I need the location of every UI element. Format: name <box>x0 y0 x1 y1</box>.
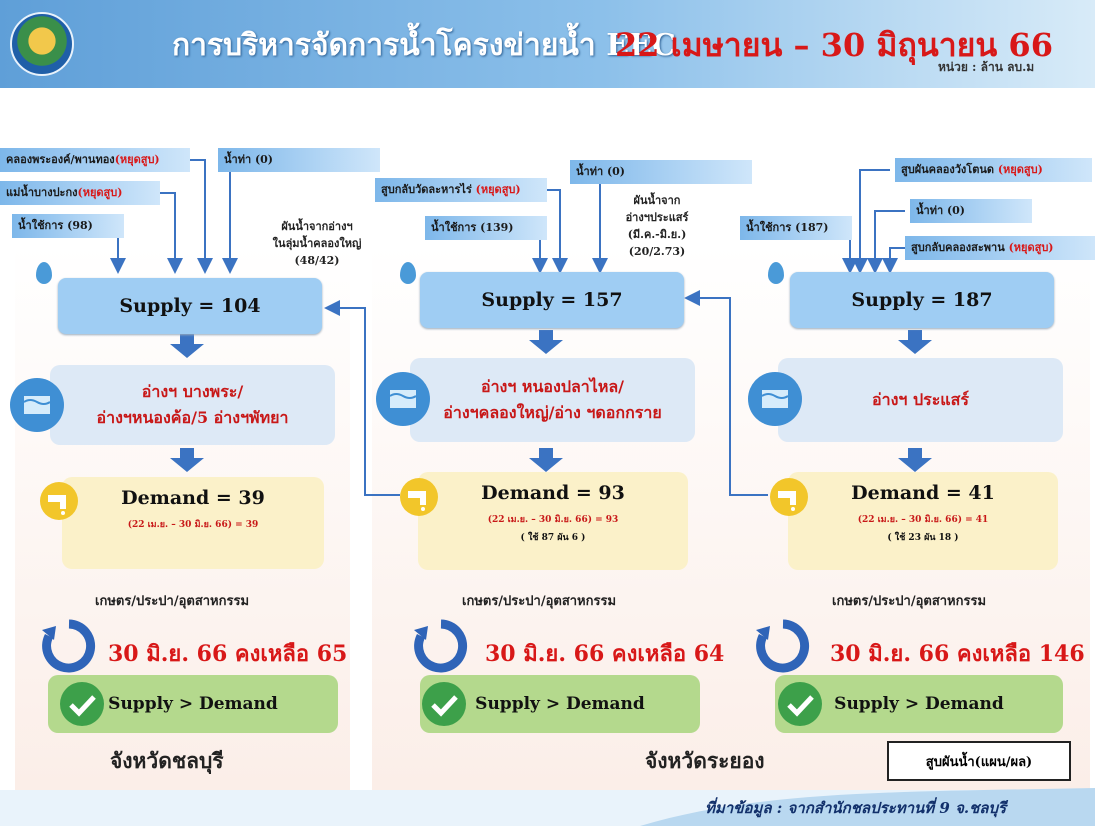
province-rayong: จังหวัดระยอง <box>645 748 765 773</box>
line-klongpraong <box>185 159 213 274</box>
line-namtha-3 <box>867 210 905 274</box>
transfer-label-klongyai: ผันน้ำจากอ่างฯ ในลุ่มน้ำคลองใหญ่ (48/42) <box>272 220 362 267</box>
status-box-rayong: Supply > Demand <box>420 675 700 733</box>
date-range: 22 เมษายน – 30 มิถุนายน 66 <box>615 26 1053 64</box>
line-transfer-rayong-chonburi <box>324 300 400 496</box>
reservoir-icon <box>748 372 802 426</box>
usage-label-prasae: เกษตร/ประปา/อุตสาหกรรม <box>832 594 987 609</box>
reservoir-box-rayong: อ่างฯ หนองปลาไหล/อ่างฯคลองใหญ่/อ่าง ฯดอก… <box>410 358 695 442</box>
input-namchaikan-chonburi: น้ำใช้การ (98) <box>12 214 124 238</box>
province-chonburi: จังหวัดชลบุรี <box>110 748 224 773</box>
reservoir-box-chonburi: อ่างฯ บางพระ/อ่างฯหนองค้อ/5 อ่างฯพัทยา <box>50 365 335 445</box>
unit-label: หน่วย : ล้าน ลบ.ม <box>938 60 1035 74</box>
reservoir-icon <box>376 372 430 426</box>
input-namchaikan-prasae: น้ำใช้การ (187) <box>740 216 852 240</box>
down-arrow-3 <box>529 330 563 354</box>
data-source: ที่มาข้อมูล : จากสำนักชลประทานที่ 9 จ.ชล… <box>705 799 1007 817</box>
demand-box-rayong: Demand = 93 (22 เม.ย. – 30 มิ.ย. 66) = 9… <box>418 472 688 570</box>
supply-box-prasae: Supply = 187 <box>790 272 1054 328</box>
input-namtha-prasae: น้ำท่า (0) <box>910 199 1032 223</box>
input-namchaikan-rayong: น้ำใช้การ (139) <box>425 216 547 240</box>
line-wangtonod <box>852 169 890 274</box>
down-arrow-4 <box>529 448 563 472</box>
check-icon <box>778 682 822 726</box>
line-bangpakong <box>155 192 183 274</box>
down-arrow-2 <box>170 448 204 472</box>
input-klongsaphan: สูบกลับคลองสะพาน (หยุดสูบ) <box>905 236 1095 260</box>
reservoir-icon <box>10 378 64 432</box>
demand-box-chonburi: Demand = 39 (22 เม.ย. – 30 มิ.ย. 66) = 3… <box>62 477 324 569</box>
remaining-prasae: 30 มิ.ย. 66 คงเหลือ 146 <box>830 641 1085 667</box>
remaining-chonburi: 30 มิ.ย. 66 คงเหลือ 65 <box>108 641 348 667</box>
down-arrow-5 <box>898 330 932 354</box>
input-watlaharnrai: สูบกลับวัดละหารไร่ (หยุดสูบ) <box>375 178 547 202</box>
faucet-icon <box>40 482 78 520</box>
footer-wave <box>640 788 1095 826</box>
water-drop-icon <box>768 262 784 284</box>
faucet-icon <box>400 478 438 516</box>
cycle-icon <box>410 618 472 678</box>
cycle-icon <box>752 618 814 678</box>
transfer-label-prasae: ผันน้ำจาก อ่างฯประแสร์ (มี.ค.-มิ.ย.) (20… <box>625 194 689 258</box>
down-arrow-6 <box>898 448 932 472</box>
water-drop-icon <box>400 262 416 284</box>
usage-label-rayong: เกษตร/ประปา/อุตสาหกรรม <box>462 594 617 609</box>
input-bangpakong: แม่น้ำบางปะกง(หยุดสูบ) <box>0 181 160 205</box>
water-drop-icon <box>36 262 52 284</box>
cycle-icon <box>38 618 100 678</box>
input-namtha-rayong: น้ำท่า (0) <box>570 160 752 184</box>
legend-box: สูบผันน้ำ(แผน/ผล) <box>887 741 1071 781</box>
down-arrow-1 <box>170 334 204 358</box>
status-box-prasae: Supply > Demand <box>775 675 1063 733</box>
supply-box-rayong: Supply = 157 <box>420 272 684 328</box>
input-namtha-chonburi: น้ำท่า (0) <box>218 148 380 172</box>
line-klongsaphan <box>882 247 905 274</box>
input-klongpraong: คลองพระองค์/พานทอง(หยุดสูบ) <box>0 148 190 172</box>
line-transfer-prasae-rayong <box>684 290 768 496</box>
faucet-icon <box>770 478 808 516</box>
input-wangtonod: สูบผันคลองวังโตนด (หยุดสูบ) <box>895 158 1092 182</box>
supply-box-chonburi: Supply = 104 <box>58 278 322 334</box>
usage-label-chonburi: เกษตร/ประปา/อุตสาหกรรม <box>95 594 250 609</box>
check-icon <box>422 682 466 726</box>
demand-box-prasae: Demand = 41 (22 เม.ย. – 30 มิ.ย. 66) = 4… <box>788 472 1058 570</box>
remaining-rayong: 30 มิ.ย. 66 คงเหลือ 64 <box>485 641 725 667</box>
check-icon <box>60 682 104 726</box>
header-banner <box>0 0 1095 88</box>
rid-logo <box>10 12 74 76</box>
reservoir-box-prasae: อ่างฯ ประแสร์ <box>778 358 1063 442</box>
page-title: การบริหารจัดการน้ำโครงข่ายน้ำ EEC <box>172 28 676 63</box>
